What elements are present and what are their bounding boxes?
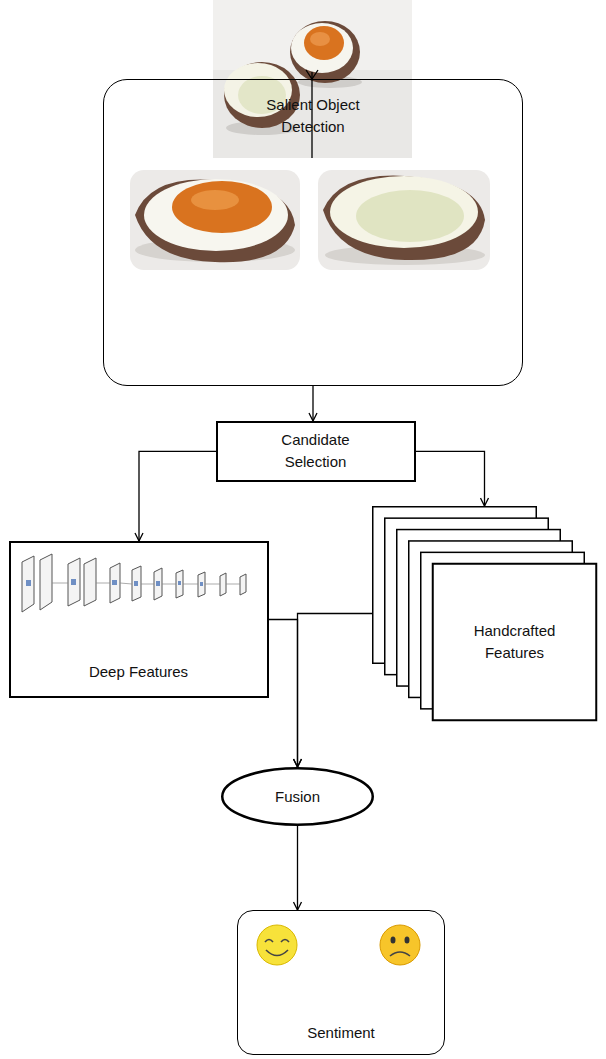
node-label: Deep Features	[89, 661, 188, 683]
node-label: Sentiment	[307, 1022, 375, 1044]
cnn-connections	[52, 583, 240, 584]
happy-face	[257, 925, 297, 965]
node-label: Handcrafted Features	[455, 620, 575, 664]
text-wrap: Fusion	[275, 786, 320, 808]
flow-arrow	[298, 614, 373, 768]
text-wrap: Handcrafted Features	[455, 620, 575, 664]
flow-arrow	[312, 386, 313, 421]
sad-face	[380, 925, 420, 965]
flow-arrow	[416, 451, 485, 506]
cnn-layers	[22, 554, 246, 612]
node-label: Candidate Selection	[256, 429, 376, 473]
flow-arrow	[297, 826, 298, 910]
detection-panel: Salient Object Detection	[103, 79, 523, 386]
cnn-kernels	[26, 579, 203, 586]
fusion-ellipse: Fusion	[221, 767, 374, 826]
flow-arrow	[306, 70, 318, 158]
stack-outline	[372, 506, 597, 721]
feature-box: Deep Features	[9, 541, 269, 698]
egg-crop-yolk	[130, 170, 300, 270]
process-box: Candidate Selection	[216, 421, 416, 482]
feature-stack: Handcrafted Features	[372, 506, 597, 721]
ellipse-shape	[222, 768, 373, 825]
flow-arrow	[139, 451, 216, 541]
output-box: Sentiment	[237, 910, 445, 1055]
flow-arrow	[269, 620, 298, 768]
text-wrap: Salient Object Detection	[243, 94, 383, 138]
egg-crop-white	[318, 170, 490, 270]
text-wrap: Candidate Selection	[256, 429, 376, 473]
text-wrap: Deep Features	[89, 661, 188, 683]
stacked-sheet	[433, 564, 597, 721]
node-label: Salient Object Detection	[243, 94, 383, 138]
node-label: Fusion	[275, 786, 320, 808]
text-wrap: Sentiment	[307, 1022, 375, 1044]
